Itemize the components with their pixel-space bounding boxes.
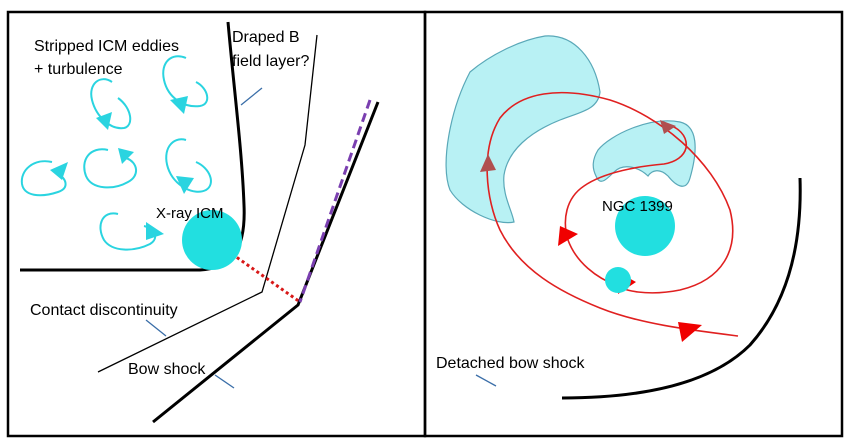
eddy: [165, 138, 212, 194]
outer-orbit-path: [486, 91, 739, 337]
orbit-arrow-brown: [660, 120, 676, 134]
eddy: [162, 55, 209, 114]
inner-orbit-path: [564, 123, 688, 287]
contact-discontinuity-label: Contact discontinuity: [30, 302, 178, 319]
contact-dotted-line: [231, 252, 301, 304]
draped-leader-line: [240, 87, 263, 106]
draped-label-line1: Draped B: [232, 29, 300, 46]
leader-lines: [145, 87, 263, 389]
eddy: [83, 148, 137, 189]
right-panel-frame: [423, 10, 844, 438]
xray-icm-label: X-ray ICM: [156, 205, 224, 222]
ngc1399-label: NGC 1399: [602, 198, 673, 215]
companion-galaxy: [605, 267, 631, 293]
eddy: [20, 160, 68, 197]
eddies-group: [20, 55, 212, 251]
eddy: [99, 212, 164, 251]
eddies-label-line2: + turbulence: [34, 61, 123, 78]
large-gas-cloud: [445, 35, 601, 224]
contact-leader-line: [145, 319, 167, 337]
orbit-arrow-brown: [480, 154, 496, 172]
small-gas-cloud: [592, 120, 696, 187]
orbit-arrow: [558, 226, 578, 246]
bow-shock-line: [152, 101, 380, 424]
draped-label-line2: field layer?: [232, 53, 309, 70]
eddies-label-line1: Stripped ICM eddies: [34, 38, 179, 55]
detached-bow-shock-line: [561, 177, 802, 400]
orbit-arrow: [678, 322, 702, 342]
bow-shock-label: Bow shock: [128, 361, 206, 378]
xray-icm-blob: [182, 210, 242, 270]
ngc1399-galaxy: [615, 196, 675, 256]
detached-leader-line: [475, 374, 497, 387]
eddy: [90, 78, 132, 130]
draped-field-dashed-line: [298, 99, 372, 303]
bow-shock-leader-line: [214, 374, 235, 389]
draped-field-layer-line: [97, 34, 318, 373]
detached-bow-shock-label: Detached bow shock: [436, 355, 586, 372]
